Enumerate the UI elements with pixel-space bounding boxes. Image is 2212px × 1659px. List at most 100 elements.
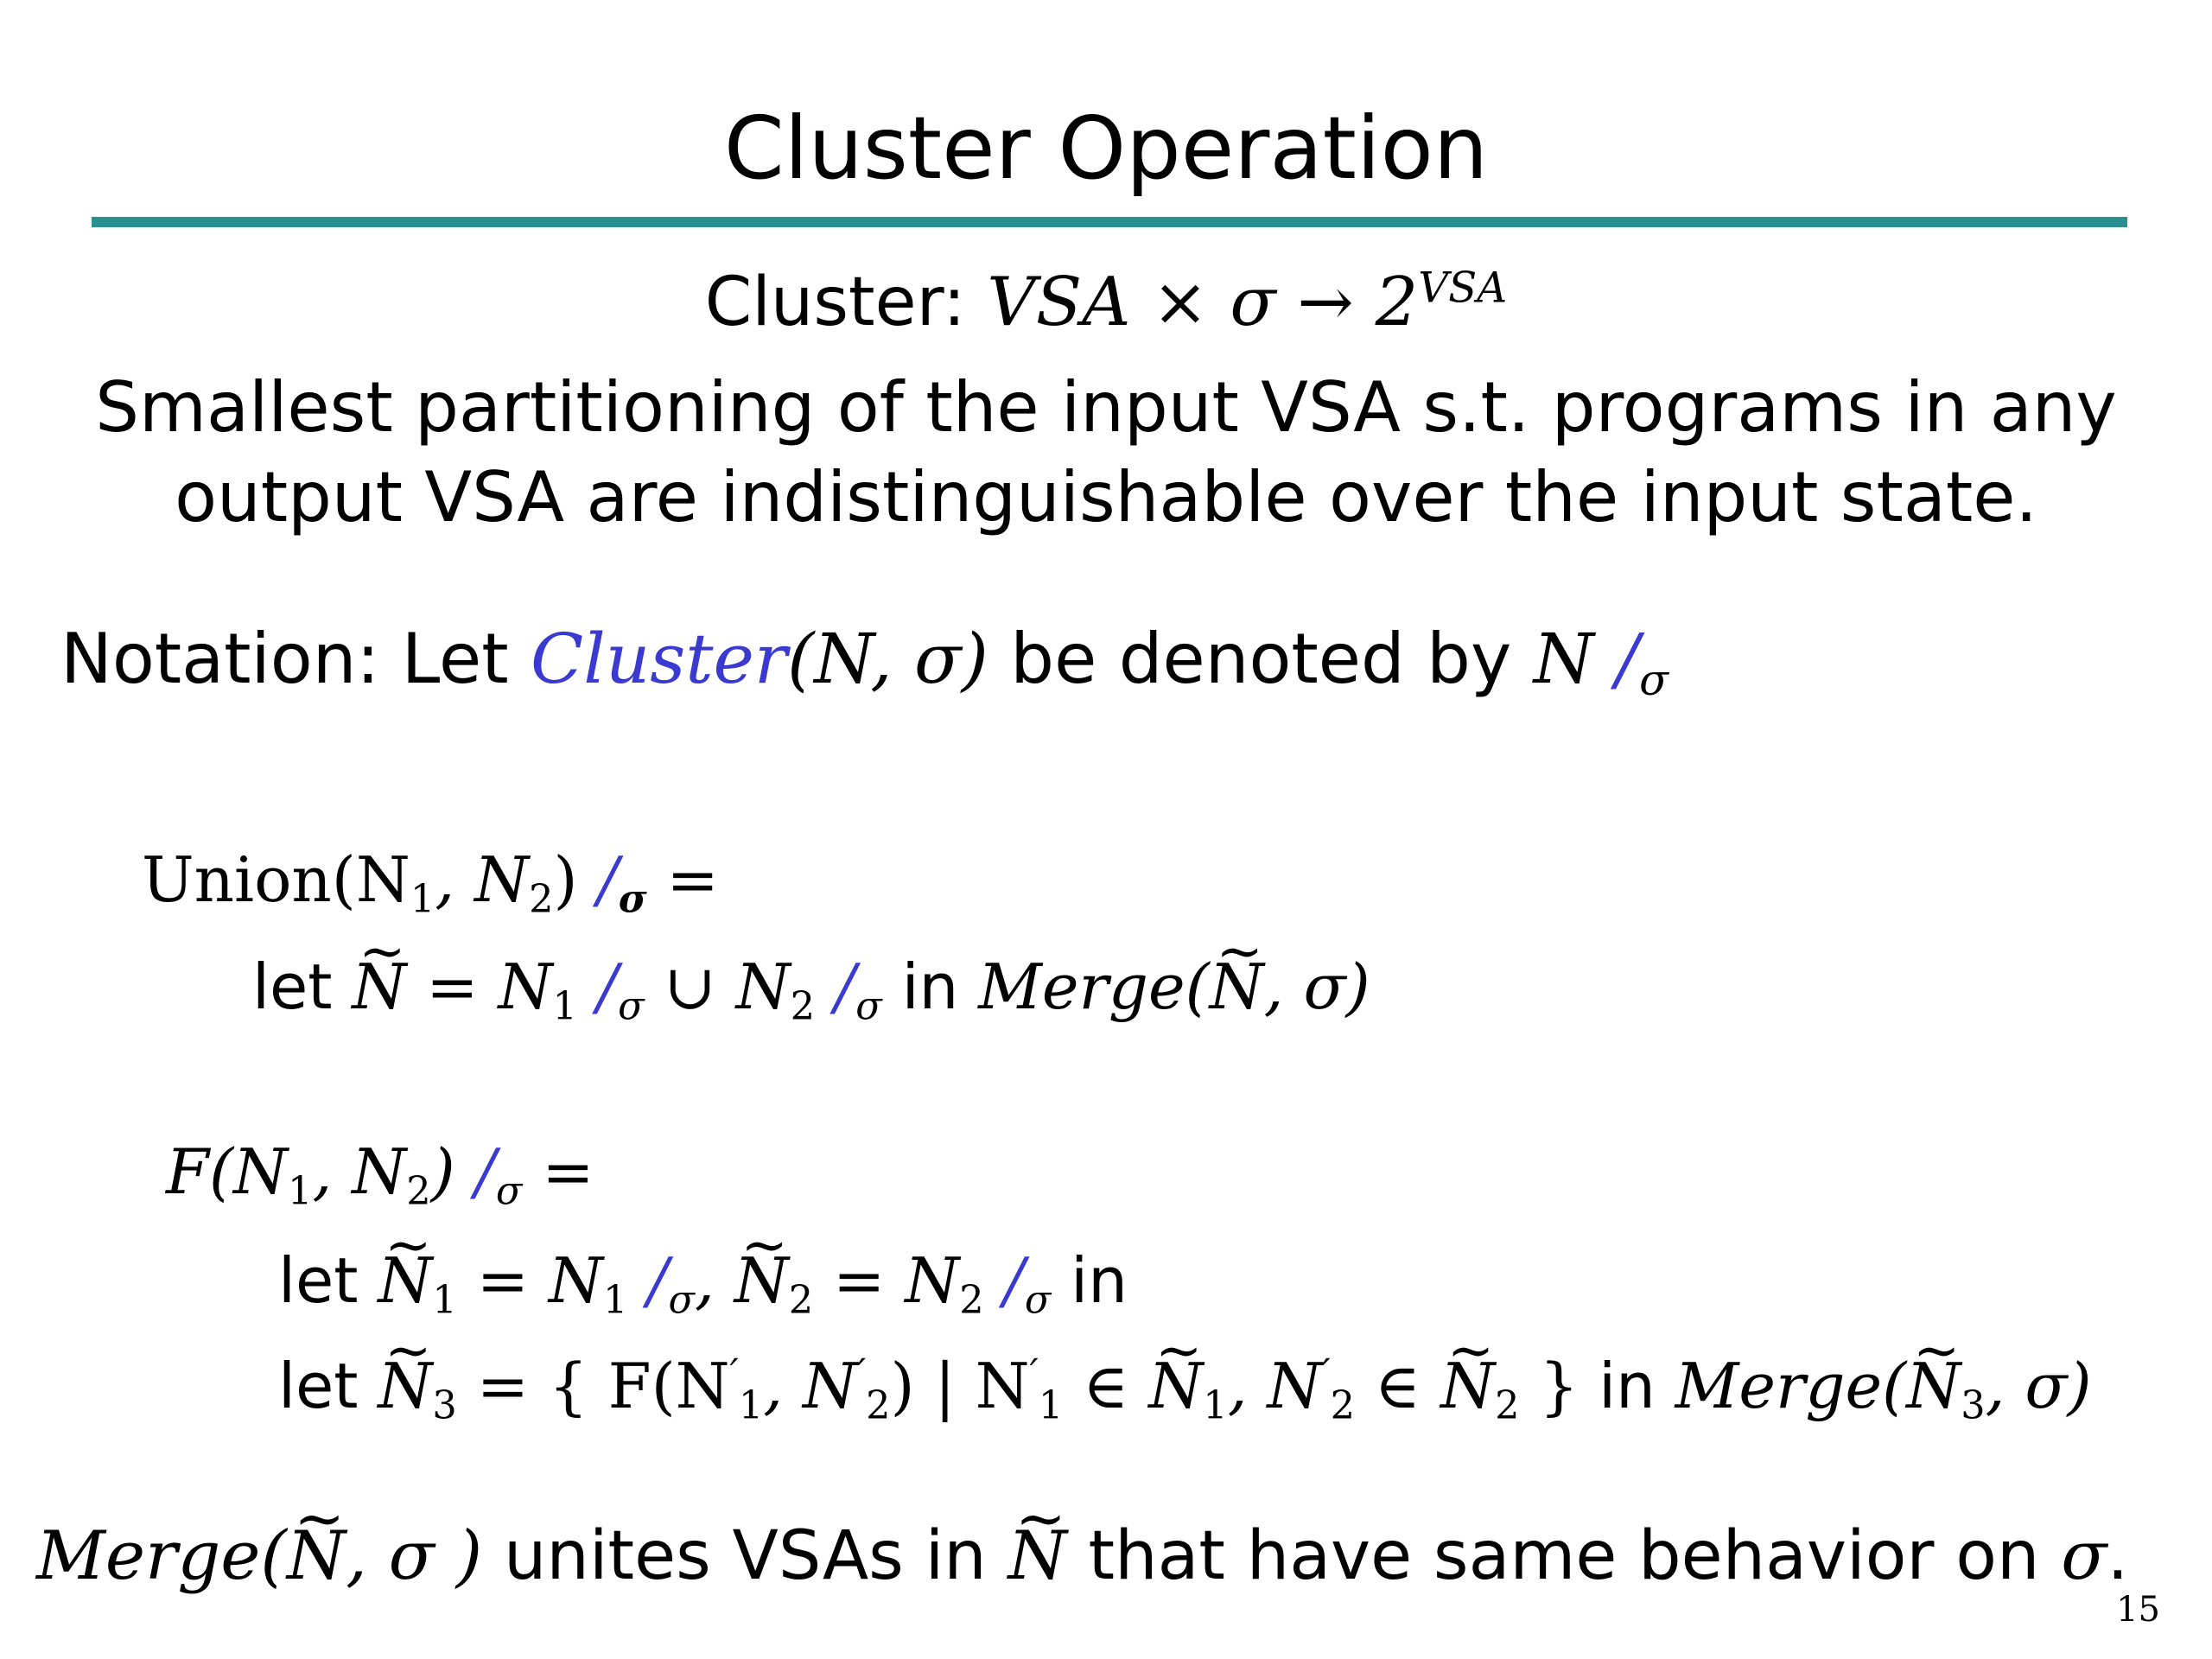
union-body-sigma-1: σ — [618, 983, 645, 1029]
f-close: ) — [430, 1135, 455, 1208]
f-slash: / — [454, 1135, 496, 1208]
f-elem-comma: , N — [1227, 1350, 1322, 1422]
notation-var: N — [1533, 619, 1594, 699]
f-bar-sub-2: 2 — [1330, 1382, 1356, 1428]
footer-period: . — [2107, 1517, 2129, 1595]
signature-expression: VSA × σ → 2 — [987, 264, 1419, 341]
f-in-2: in — [1599, 1350, 1675, 1422]
footer-ntilde-2: N — [1008, 1471, 1067, 1604]
f-equals: = — [522, 1135, 594, 1208]
union-head: Union(N — [142, 843, 410, 916]
union-cup-n2: ∪ N — [644, 950, 791, 1023]
f-head: F(N — [166, 1135, 289, 1208]
notation-args: (N, σ) — [787, 619, 988, 699]
f-sigma: σ — [495, 1168, 523, 1214]
notation-line: Notation: Let Cluster(N, σ) be denoted b… — [60, 612, 1669, 707]
f-sub-1: 1 — [288, 1168, 313, 1214]
description-line-2: output VSA are indistinguishable over th… — [175, 457, 2037, 537]
union-rule-head: Union(N1, N2) /σ = — [142, 836, 719, 923]
slide-title: Cluster Operation — [723, 98, 1489, 199]
union-eq-n1: = N — [406, 950, 553, 1023]
f-n2-sub: 2 — [959, 1277, 984, 1323]
union-ntilde: N — [352, 909, 406, 1030]
f-set-sub-1: 1 — [738, 1382, 764, 1428]
f-elem-ntilde-1: N — [1148, 1308, 1203, 1429]
f-elem-ntilde-2-sub: 2 — [1495, 1382, 1520, 1428]
cluster-signature: Cluster: VSA × σ → 2VSA — [0, 259, 2212, 346]
f-set-comma: , N — [763, 1350, 857, 1422]
f-let-1: let — [278, 1244, 378, 1317]
union-body-slash-2: / — [815, 950, 856, 1023]
merge-footnote: Merge(N, σ ) unites VSAs in N that have … — [36, 1471, 2129, 1604]
page-number: 15 — [2116, 1590, 2160, 1630]
f-set-bar: ) | N — [890, 1350, 1030, 1422]
f-bar-sub-1: 1 — [1038, 1382, 1064, 1428]
union-merge: Merge( — [978, 950, 1210, 1023]
union-sub-1: 1 — [410, 876, 435, 922]
cluster-description: Smallest partitioning of the input VSA s… — [0, 363, 2212, 543]
f-rule-line-2: let N3 = { F(N′1, N′2) | N′1 ∈ N1, N′2 ∈… — [278, 1308, 2092, 1429]
footer-merge: Merge( — [36, 1517, 287, 1595]
signature-superscript: VSA — [1418, 264, 1508, 313]
footer-ntilde-1: N — [287, 1471, 346, 1604]
f-n2-sigma: σ — [1024, 1277, 1052, 1323]
f-eq-n2: = N — [813, 1244, 960, 1317]
notation-slash: / — [1593, 619, 1640, 699]
f-ntilde-1-sub: 1 — [432, 1277, 457, 1323]
union-merge-ntilde: N — [1210, 909, 1264, 1030]
f-rule-head: F(N1, N2) /σ = — [166, 1128, 594, 1215]
union-slash: / — [577, 843, 619, 916]
notation-prefix: Notation: Let — [60, 619, 531, 699]
f-prime-2: ′ — [857, 1351, 867, 1396]
f-merge-ntilde: N — [1906, 1308, 1961, 1429]
f-ntilde-3: N — [378, 1308, 432, 1429]
f-set-sub-2: 2 — [866, 1382, 891, 1428]
footer-sigma: σ — [2061, 1517, 2107, 1595]
f-set-open: = { F(N — [456, 1350, 730, 1422]
union-in: in — [881, 950, 979, 1023]
notation-middle: be denoted by — [988, 619, 1534, 699]
footer-text-2: that have same behavior on — [1066, 1517, 2062, 1595]
footer-args: , σ ) — [346, 1517, 483, 1595]
f-elem-ntilde-1-sub: 1 — [1203, 1382, 1228, 1428]
f-ntilde-1: N — [378, 1203, 432, 1324]
notation-sigma: σ — [1639, 654, 1669, 705]
union-rule-body: let N = N1 /σ ∪ N2 /σ in Merge(N, σ) — [252, 909, 1370, 1030]
f-set-close: } — [1519, 1350, 1599, 1422]
f-eq-n1: = N — [456, 1244, 603, 1317]
f-merge-ntilde-sub: 3 — [1961, 1382, 1986, 1428]
f-elem-ntilde-2: N — [1440, 1308, 1495, 1429]
title-underline — [92, 217, 2127, 227]
union-let: let — [252, 950, 353, 1023]
f-elem-1: ∈ — [1063, 1350, 1149, 1422]
f-prime-3: ′ — [1029, 1351, 1039, 1396]
signature-label: Cluster: — [704, 264, 988, 341]
f-elem-2: ∈ — [1355, 1350, 1441, 1422]
f-n1-sub: 1 — [602, 1277, 628, 1323]
union-body-sub-2: 2 — [790, 983, 816, 1029]
union-body-sub-1: 1 — [552, 983, 577, 1029]
union-sub-2: 2 — [529, 876, 554, 922]
union-equals: = — [646, 843, 719, 916]
union-sigma: σ — [618, 875, 647, 922]
f-ntilde-3-sub: 3 — [432, 1382, 457, 1428]
f-comma: , N — [312, 1135, 407, 1208]
f-in-1: in — [1051, 1244, 1128, 1317]
f-merge: Merge( — [1675, 1350, 1907, 1422]
union-body-slash-1: / — [576, 950, 619, 1023]
f-n1-slash: / — [627, 1244, 669, 1317]
footer-text-1: unites VSAs in — [482, 1517, 1008, 1595]
f-rule-line-1: let N1 = N1 /σ, N2 = N2 /σ in — [278, 1203, 1128, 1324]
f-n2-slash: / — [983, 1244, 1025, 1317]
union-comma: , N — [435, 843, 530, 916]
f-prime-4: ′ — [1321, 1351, 1331, 1396]
f-let-3: let — [278, 1350, 378, 1422]
f-ntilde-2: N — [734, 1203, 789, 1324]
union-close: ) — [553, 843, 578, 916]
union-body-sigma-2: σ — [855, 983, 882, 1029]
notation-cluster-fn: Cluster — [530, 619, 788, 699]
f-prime-1: ′ — [729, 1351, 739, 1396]
description-line-1: Smallest partitioning of the input VSA s… — [95, 367, 2117, 448]
f-merge-args: , σ) — [1985, 1350, 2092, 1422]
union-merge-args: , σ) — [1263, 950, 1370, 1023]
